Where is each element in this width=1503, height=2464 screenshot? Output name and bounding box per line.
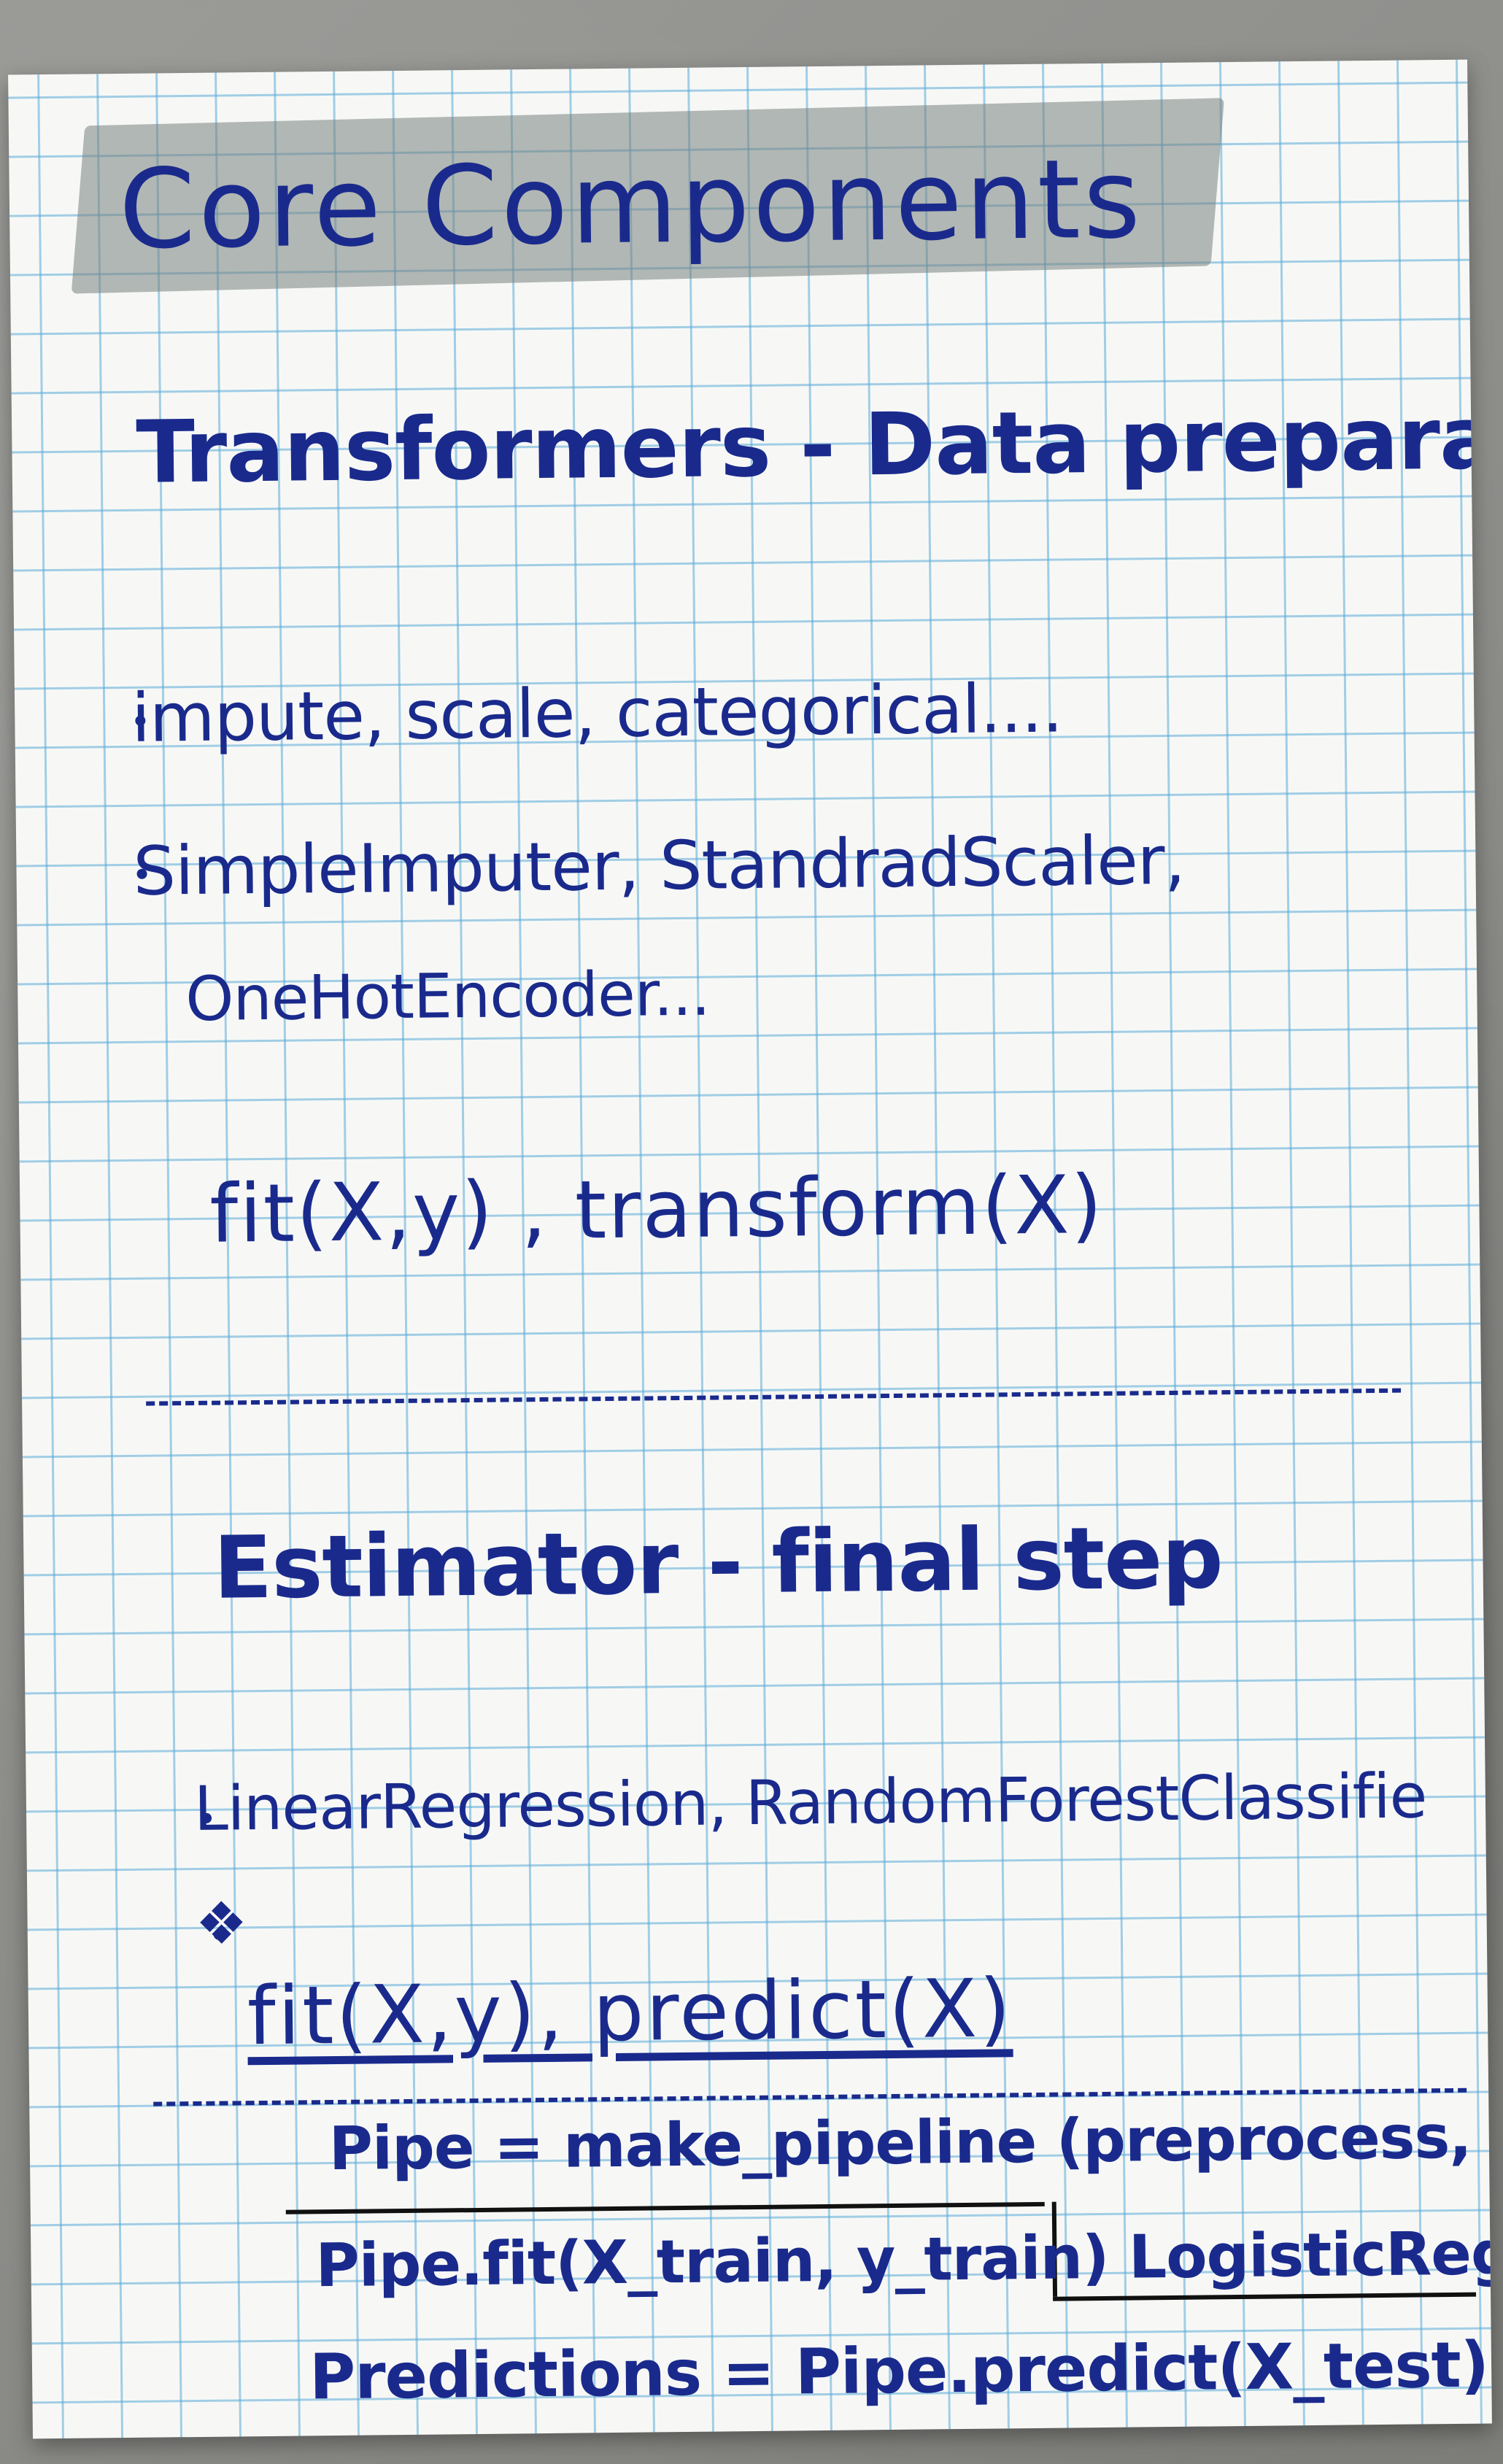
index-card: Core Components Transformers - Data prep… bbox=[8, 59, 1492, 2439]
pipeline-fit-line: Pipe.fit(X_train, y_train) LogisticReg..… bbox=[315, 2217, 1492, 2301]
bracket-line bbox=[1053, 2292, 1477, 2301]
transformer-examples-line-1: impute, scale, categorical.... bbox=[131, 669, 1063, 757]
pipeline-predict-line: Predictions = Pipe.predict(X_test) bbox=[309, 2328, 1489, 2414]
card-title: Core Components bbox=[118, 136, 1144, 274]
transformer-examples-line-3: OneHotEncoder... bbox=[185, 957, 711, 1035]
estimator-examples-line: LinearRegression, RandomForestClassifie bbox=[193, 1760, 1427, 1845]
estimator-methods: fit(X,y), predict(X) bbox=[247, 1961, 1013, 2063]
transformer-methods: fit(X,y) , transform(X) bbox=[209, 1157, 1105, 1261]
transformer-examples-line-2: SimpleImputer, StandradScaler, bbox=[132, 821, 1186, 911]
bracket-line bbox=[285, 2201, 1045, 2214]
dashed-divider bbox=[146, 1388, 1402, 1406]
dashed-divider bbox=[153, 2088, 1467, 2106]
scribble-icon: ❖ bbox=[195, 1889, 247, 1958]
pipeline-line: Pipe = make_pipeline (preprocess, bbox=[328, 2102, 1472, 2185]
estimator-heading: Estimator - final step bbox=[212, 1507, 1224, 1618]
transformers-heading: Transformers - Data preparation bbox=[135, 385, 1492, 503]
